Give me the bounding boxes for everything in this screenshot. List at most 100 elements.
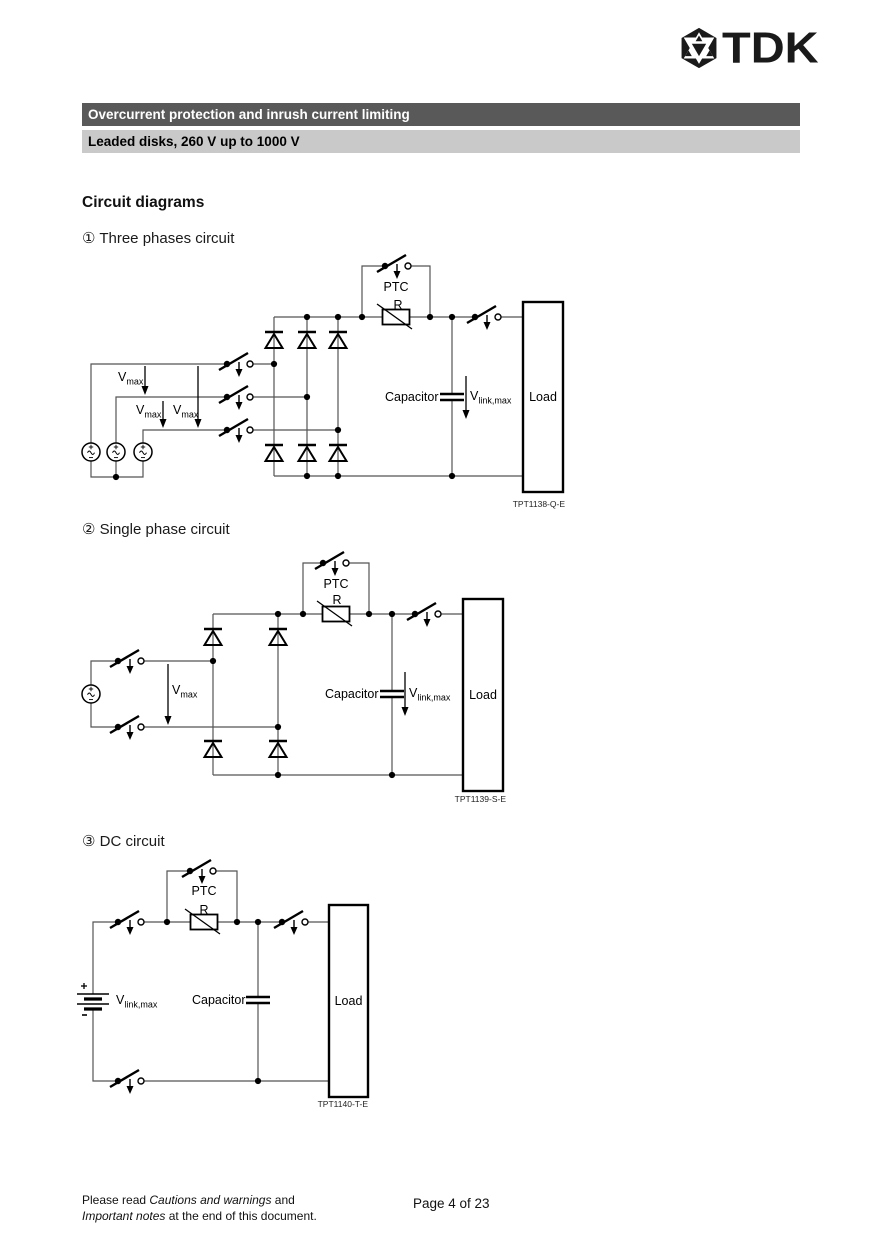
ptc-bypass-switch-icon <box>375 253 413 281</box>
capacitor-label: Capacitor <box>325 687 379 701</box>
page-indicator: Page 4 of 23 <box>413 1196 490 1211</box>
vlink-label: Vlink,max <box>470 389 512 406</box>
subtitle-bar-text: Leaded disks, 260 V up to 1000 V <box>88 134 300 149</box>
diode-icon <box>327 443 349 463</box>
load-label: Load <box>469 688 497 702</box>
r-label: R <box>393 298 403 312</box>
vlink-label: Vlink,max <box>116 993 158 1010</box>
junction-dot <box>334 426 342 434</box>
junction-dot <box>448 472 456 480</box>
switch-icon <box>108 714 146 742</box>
subtitle-bar: Leaded disks, 260 V up to 1000 V <box>82 130 800 153</box>
vmax-label: Vmax <box>173 403 199 420</box>
junction-dot <box>274 771 282 779</box>
junction-dot <box>274 610 282 618</box>
vlink-arrow <box>462 376 470 419</box>
junction-dot <box>388 771 396 779</box>
ac-source-icon <box>81 442 101 462</box>
junction-dot <box>303 393 311 401</box>
diode-icon <box>263 330 285 350</box>
switch-icon <box>217 351 255 379</box>
ptc-label: PTC <box>191 884 217 898</box>
tdk-logo-mark-icon <box>681 27 717 69</box>
vmax-label: Vmax <box>172 683 198 700</box>
junction-dot <box>254 918 262 926</box>
battery-icon <box>75 981 111 1017</box>
tdk-logo-text: TDK <box>722 23 819 72</box>
circuit-2-diagram <box>81 550 505 793</box>
junction-dot <box>365 610 373 618</box>
capacitor-icon <box>378 689 406 699</box>
diode-icon <box>202 627 224 647</box>
junction-dot <box>299 610 307 618</box>
circuit-1-heading: ① Three phases circuit <box>82 230 235 247</box>
section-heading: Circuit diagrams <box>82 194 205 211</box>
junction-dot <box>254 1077 262 1085</box>
junction-dot <box>303 472 311 480</box>
r-label: R <box>199 903 209 917</box>
junction-dot <box>426 313 434 321</box>
junction-dot <box>274 723 282 731</box>
diode-icon <box>327 330 349 350</box>
footer-note-line1: Please read Cautions and warnings and <box>82 1193 295 1207</box>
footer-note: Please read Cautions and warnings and Im… <box>82 1192 317 1224</box>
switch-icon <box>108 648 146 676</box>
capacitor-icon <box>438 392 466 402</box>
switch-icon <box>217 384 255 412</box>
switch-icon <box>405 601 443 629</box>
ptc-label: PTC <box>383 280 409 294</box>
circuit-3-diagram <box>75 858 370 1099</box>
capacitor-label: Capacitor <box>385 390 439 404</box>
ac-source-icon <box>81 684 101 704</box>
switch-icon <box>272 909 310 937</box>
junction-dot <box>358 313 366 321</box>
diode-icon <box>202 739 224 759</box>
title-bar-text: Overcurrent protection and inrush curren… <box>88 107 410 122</box>
switch-icon <box>108 909 146 937</box>
circuit-2-heading: ② Single phase circuit <box>82 521 230 538</box>
diode-icon <box>296 330 318 350</box>
ac-source-icon <box>133 442 153 462</box>
wire <box>90 265 523 478</box>
circuit-code: TPT1138-Q-E <box>512 499 565 509</box>
ptc-label: PTC <box>323 577 349 591</box>
switch-icon <box>217 417 255 445</box>
wire <box>90 562 463 776</box>
switch-icon <box>108 1068 146 1096</box>
switch-icon <box>465 304 503 332</box>
circuit-3-heading: ③ DC circuit <box>82 833 165 850</box>
vmax-label: Vmax <box>136 403 162 420</box>
load-label: Load <box>334 994 363 1008</box>
r-label: R <box>332 593 342 607</box>
ptc-bypass-switch-icon <box>180 858 218 886</box>
junction-dot <box>112 473 120 481</box>
junction-dot <box>334 472 342 480</box>
load-label: Load <box>529 390 557 404</box>
junction-dot <box>303 313 311 321</box>
diode-icon <box>296 443 318 463</box>
junction-dot <box>163 918 171 926</box>
diode-icon <box>267 627 289 647</box>
circuit-code: TPT1140-T-E <box>317 1099 368 1109</box>
diode-icon <box>263 443 285 463</box>
vmax-label: Vmax <box>118 370 144 387</box>
junction-dot <box>388 610 396 618</box>
capacitor-icon <box>244 995 272 1005</box>
junction-dot <box>448 313 456 321</box>
title-bar: Overcurrent protection and inrush curren… <box>82 103 800 126</box>
footer-note-line2: Important notes at the end of this docum… <box>82 1209 317 1223</box>
circuit-1-diagram <box>81 253 565 494</box>
junction-dot <box>334 313 342 321</box>
ac-source-icon <box>106 442 126 462</box>
capacitor-label: Capacitor <box>192 993 246 1007</box>
vlink-label: Vlink,max <box>409 686 451 703</box>
circuit-code: TPT1139-S-E <box>454 794 506 804</box>
tdk-logo: TDK <box>676 26 819 70</box>
ptc-bypass-switch-icon <box>313 550 351 578</box>
junction-dot <box>270 360 278 368</box>
junction-dot <box>233 918 241 926</box>
vlink-arrow <box>401 672 409 716</box>
diode-icon <box>267 739 289 759</box>
